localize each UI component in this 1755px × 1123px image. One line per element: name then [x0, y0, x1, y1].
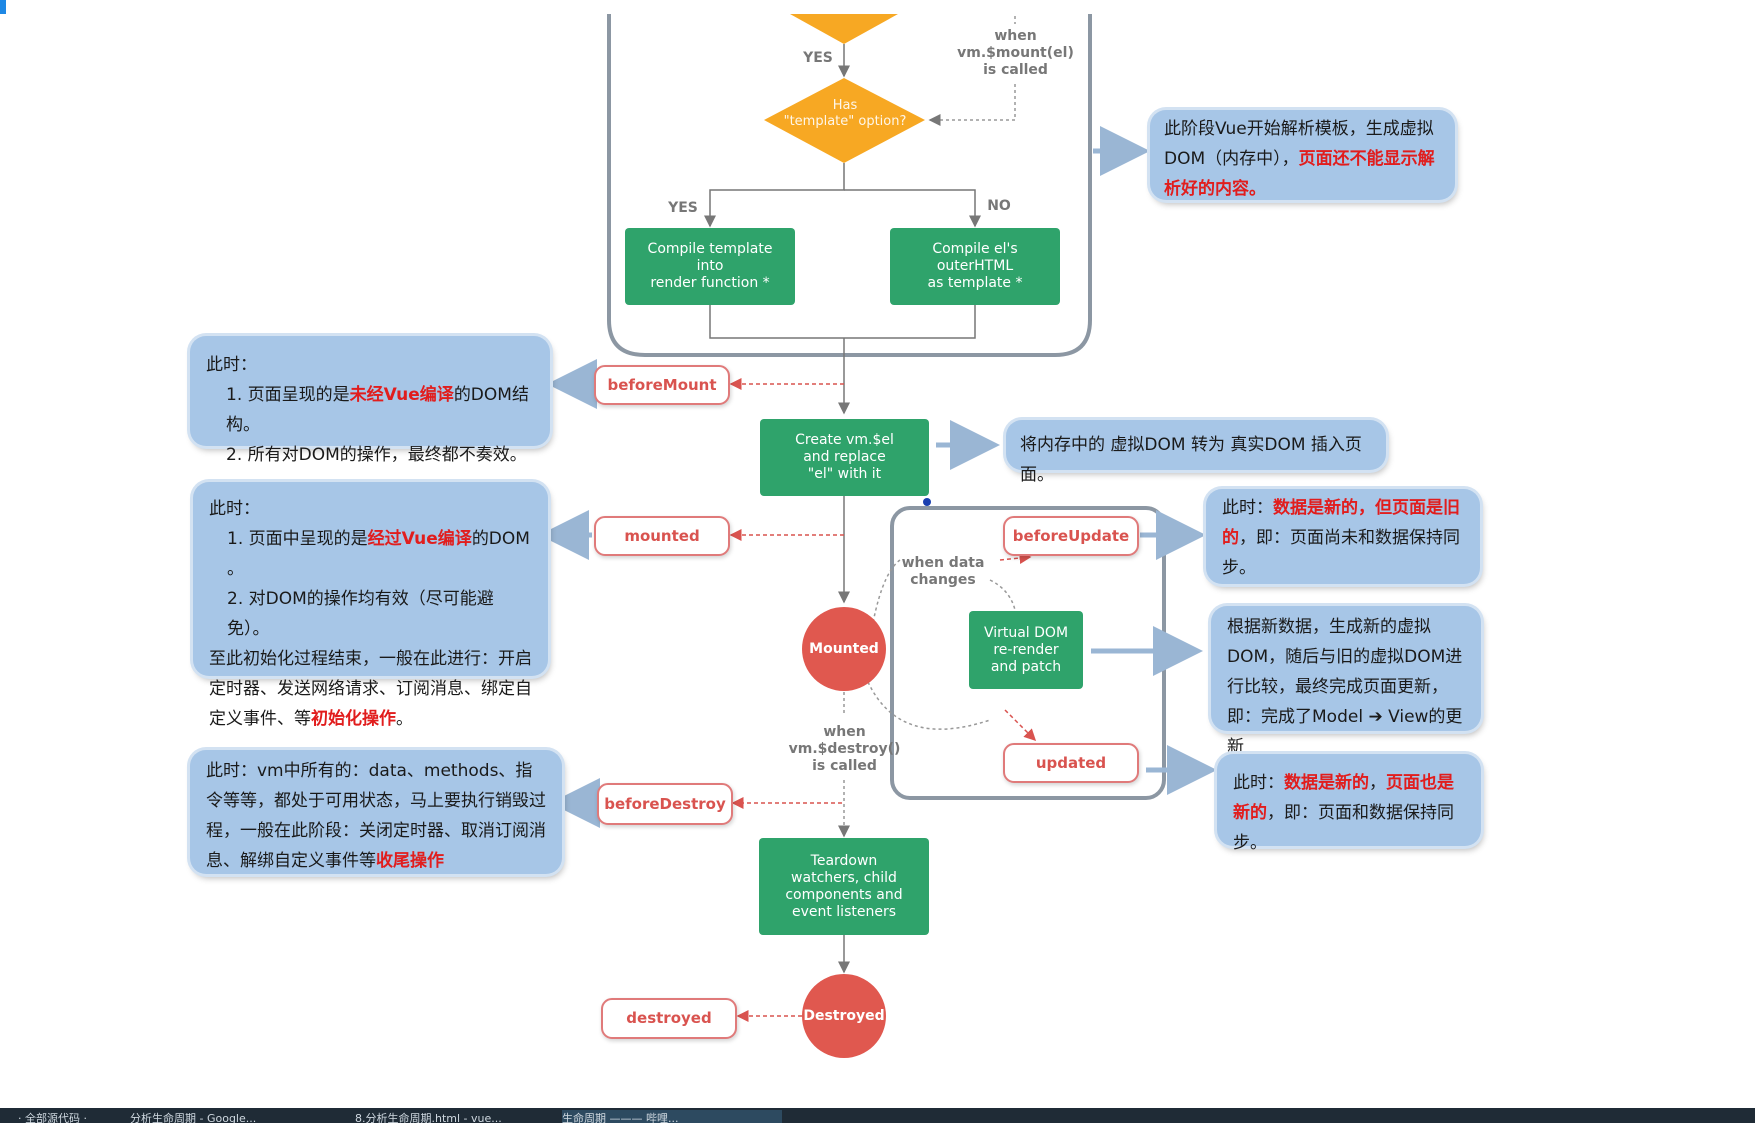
note-mounted-l1: 此时：	[209, 499, 260, 519]
note-mounted-l3: 2. 对DOM的操作均有效（尽可能避免）。	[227, 589, 494, 639]
note-before-mount: 此时： 1. 页面呈现的是未经Vue编译的DOM结构。 2. 所有对DOM的操作…	[190, 336, 550, 465]
note-before-destroy: 此时：vm中所有的：data、methods、指令等等，都处于可用状态，马上要执…	[190, 750, 562, 874]
when-data-changes-label: when data changes	[901, 555, 985, 588]
compile-template-box: Compile template into render function *	[625, 228, 795, 305]
note-before-update: 此时：数据是新的，但页面是旧的，即：页面尚未和数据保持同步。	[1206, 489, 1480, 584]
taskbar-tab-2[interactable]: 分析生命周期 - Google...	[130, 1112, 257, 1123]
note-mounted-l4: 至此初始化过程结束，一般在此进行：开启定时器、发送网络请求、订阅消息、绑定自定义…	[209, 649, 532, 729]
taskbar-tab-3[interactable]: 8.分析生命周期.html - vue...	[355, 1112, 502, 1123]
note-template-parse-red: 页面还不能显示解析好的内容。	[1164, 149, 1435, 199]
taskbar: · 全部源代码 · 分析生命周期 - Google... 8.分析生命周期.ht…	[0, 1108, 1755, 1123]
when-mount-label: when vm.$mount(el) is called	[957, 28, 1074, 78]
yes-label-top: YES	[803, 50, 833, 66]
no-label-right: NO	[987, 198, 1011, 214]
note-mounted-l2: 1. 页面中呈现的是经过Vue编译的DOM 。	[227, 529, 530, 579]
note-before-mount-l2: 1. 页面呈现的是未经Vue编译的DOM结构。	[226, 385, 529, 435]
taskbar-tab-4[interactable]: 生命周期 ——— 哔哩...	[562, 1110, 782, 1123]
has-template-label: Has "template" option?	[783, 98, 907, 129]
corner-marker	[0, 0, 6, 14]
taskbar-tab-1[interactable]: · 全部源代码 ·	[18, 1112, 87, 1123]
teardown-box: Teardown watchers, child components and …	[759, 838, 929, 935]
upper-frame	[607, 14, 1092, 357]
when-destroy-label: when vm.$destroy() is called	[788, 724, 901, 774]
yes-label-left: YES	[668, 200, 698, 216]
top-diamond	[790, 14, 898, 44]
hook-before-destroy: beforeDestroy	[597, 783, 733, 825]
note-new-vdom: 根据新数据，生成新的虚拟DOM，随后与旧的虚拟DOM进行比较，最终完成页面更新，…	[1211, 606, 1481, 757]
has-template-diamond	[764, 78, 925, 163]
create-vm-box: Create vm.$el and replace "el" with it	[760, 419, 929, 496]
note-before-mount-l3: 2. 所有对DOM的操作，最终都不奏效。	[226, 445, 527, 465]
note-mounted: 此时： 1. 页面中呈现的是经过Vue编译的DOM 。 2. 对DOM的操作均有…	[193, 482, 548, 729]
note-template-parse: 此阶段Vue开始解析模板，生成虚拟DOM（内存中），页面还不能显示解析好的内容。	[1150, 110, 1455, 200]
note-before-mount-l1: 此时：	[206, 355, 257, 375]
hook-updated: updated	[1003, 743, 1139, 783]
mounted-circle: Mounted	[802, 607, 886, 691]
hook-destroyed: destroyed	[601, 998, 737, 1039]
note-vdom-insert: 将内存中的 虚拟DOM 转为 真实DOM 插入页面。	[1006, 420, 1386, 485]
note-new-vdom-text: 根据新数据，生成新的虚拟DOM，随后与旧的虚拟DOM进行比较，最终完成页面更新，…	[1227, 617, 1463, 757]
note-vdom-insert-text: 将内存中的 虚拟DOM 转为 真实DOM 插入页面。	[1020, 435, 1362, 485]
hook-before-update: beforeUpdate	[1003, 516, 1139, 556]
compile-el-box: Compile el's outerHTML as template *	[890, 228, 1060, 305]
note-template-parse-text: 此阶段Vue开始解析模板，生成虚拟DOM（内存中），	[1164, 119, 1434, 169]
destroyed-circle: Destroyed	[802, 974, 886, 1058]
hook-before-mount: beforeMount	[594, 365, 730, 405]
note-updated: 此时：数据是新的，页面也是新的，即：页面和数据保持同步。	[1217, 754, 1481, 853]
hook-mounted: mounted	[594, 516, 730, 556]
virtual-dom-box: Virtual DOM re-render and patch	[969, 611, 1083, 689]
